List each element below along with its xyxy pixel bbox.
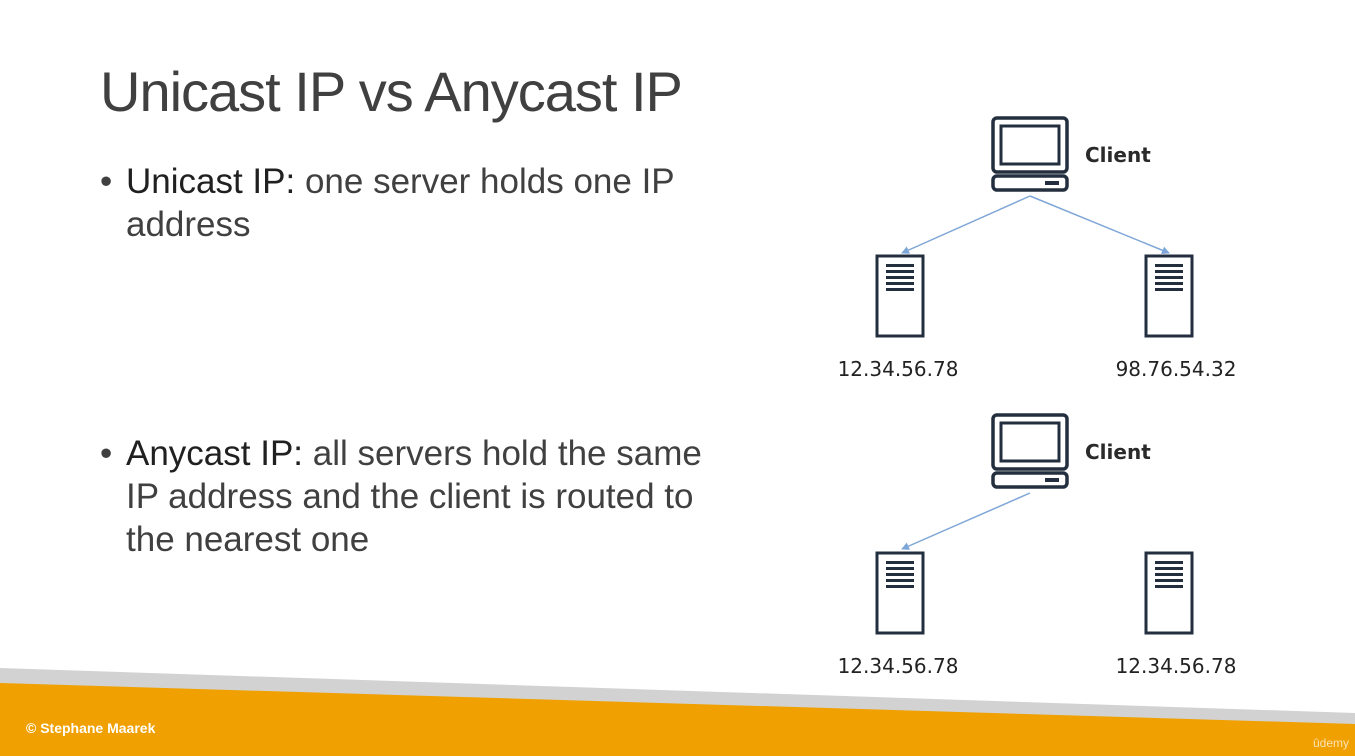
bullet-term-unicast: Unicast IP: [126, 162, 296, 201]
slide-title: Unicast IP vs Anycast IP [100, 60, 683, 123]
server-icon [875, 254, 925, 338]
bullet-dot: • [100, 434, 113, 473]
client-computer-icon [991, 413, 1069, 489]
server-ip-label: 98.76.54.32 [1116, 357, 1237, 381]
bullet-dot: • [100, 162, 113, 201]
bullet-term-anycast: Anycast IP: [126, 434, 304, 473]
arrow-to-server-2 [1029, 195, 1170, 255]
unicast-diagram: Client 12.34.56.78 98.76.54.32 [838, 116, 1237, 381]
server-icon [1144, 254, 1194, 338]
bullet-text: Anycast IP: all servers hold the same IP… [126, 432, 720, 561]
bullet-text: Unicast IP: one server holds one IP addr… [126, 160, 720, 246]
client-computer-icon [991, 116, 1069, 192]
footer-orange-band [0, 683, 1355, 756]
bullet-body-anycast: all servers hold the same IP address and… [126, 434, 702, 559]
arrow-to-server-1 [901, 195, 1031, 254]
client-label: Client [1085, 143, 1151, 167]
udemy-watermark: ûdemy [1312, 736, 1349, 750]
server-icon [875, 551, 925, 635]
bullet-unicast: • Unicast IP: one server holds one IP ad… [100, 160, 720, 246]
arrow-to-nearest-server [901, 492, 1031, 550]
server-icon [1144, 551, 1194, 635]
server-ip-label: 12.34.56.78 [1116, 654, 1237, 678]
bullet-body-unicast: one server holds one IP address [126, 162, 675, 244]
server-ip-label: 12.34.56.78 [838, 357, 959, 381]
client-label: Client [1085, 440, 1151, 464]
server-ip-label: 12.34.56.78 [838, 654, 959, 678]
bullet-anycast: • Anycast IP: all servers hold the same … [100, 432, 720, 561]
copyright-text: © Stephane Maarek [26, 720, 156, 736]
anycast-diagram: Client 12.34.56.78 12.34.56.78 [838, 413, 1237, 678]
